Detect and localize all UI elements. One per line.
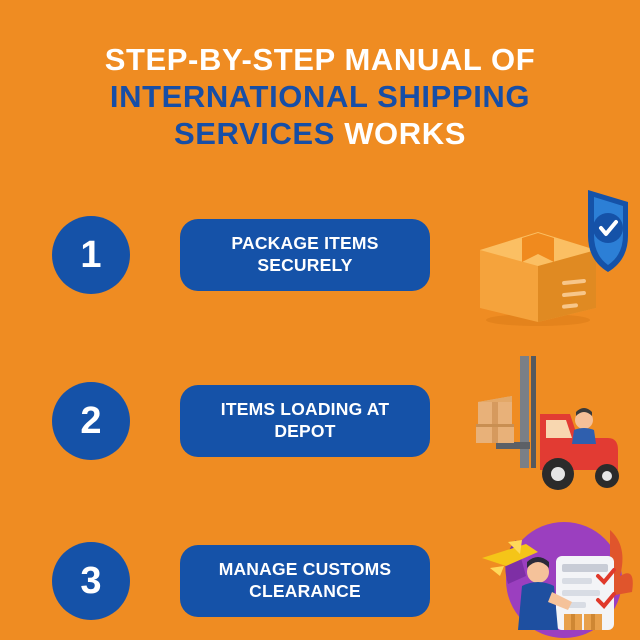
step-1-number: 1	[80, 234, 102, 276]
step-1: 1 PACKAGE ITEMS SECURELY	[0, 190, 640, 326]
title-line-3: SERVICES WORKS	[0, 115, 640, 155]
step-1-label-pill[interactable]: PACKAGE ITEMS SECURELY	[180, 219, 430, 291]
customs-clearance-icon	[460, 506, 640, 640]
step-3-label: MANAGE CUSTOMS CLEARANCE	[218, 559, 392, 601]
step-1-label: PACKAGE ITEMS SECURELY	[231, 233, 379, 275]
package-box-shield-icon	[460, 180, 640, 340]
step-2-label-pill[interactable]: ITEMS LOADING AT DEPOT	[180, 385, 430, 457]
page-title: STEP-BY-STEP MANUAL OF INTERNATIONAL SHI…	[0, 42, 640, 155]
title-line-1: STEP-BY-STEP MANUAL OF	[104, 42, 536, 77]
title-line-3-white: WORKS	[344, 115, 467, 151]
step-3: 3 MANAGE CUSTOMS CLEARANCE	[0, 522, 640, 638]
step-2: 2 ITEMS LOADING AT DEPOT	[0, 356, 640, 490]
step-3-number: 3	[80, 560, 102, 602]
forklift-boxes-icon	[460, 346, 640, 506]
step-1-number-badge: 1	[52, 216, 130, 294]
step-2-label: ITEMS LOADING AT DEPOT	[220, 399, 390, 441]
step-3-number-badge: 3	[52, 542, 130, 620]
step-3-label-pill[interactable]: MANAGE CUSTOMS CLEARANCE	[180, 545, 430, 617]
title-line-2: INTERNATIONAL SHIPPING	[109, 78, 531, 114]
step-2-number-badge: 2	[52, 382, 130, 460]
title-line-3-blue: SERVICES	[173, 115, 335, 151]
step-2-number: 2	[80, 400, 102, 442]
